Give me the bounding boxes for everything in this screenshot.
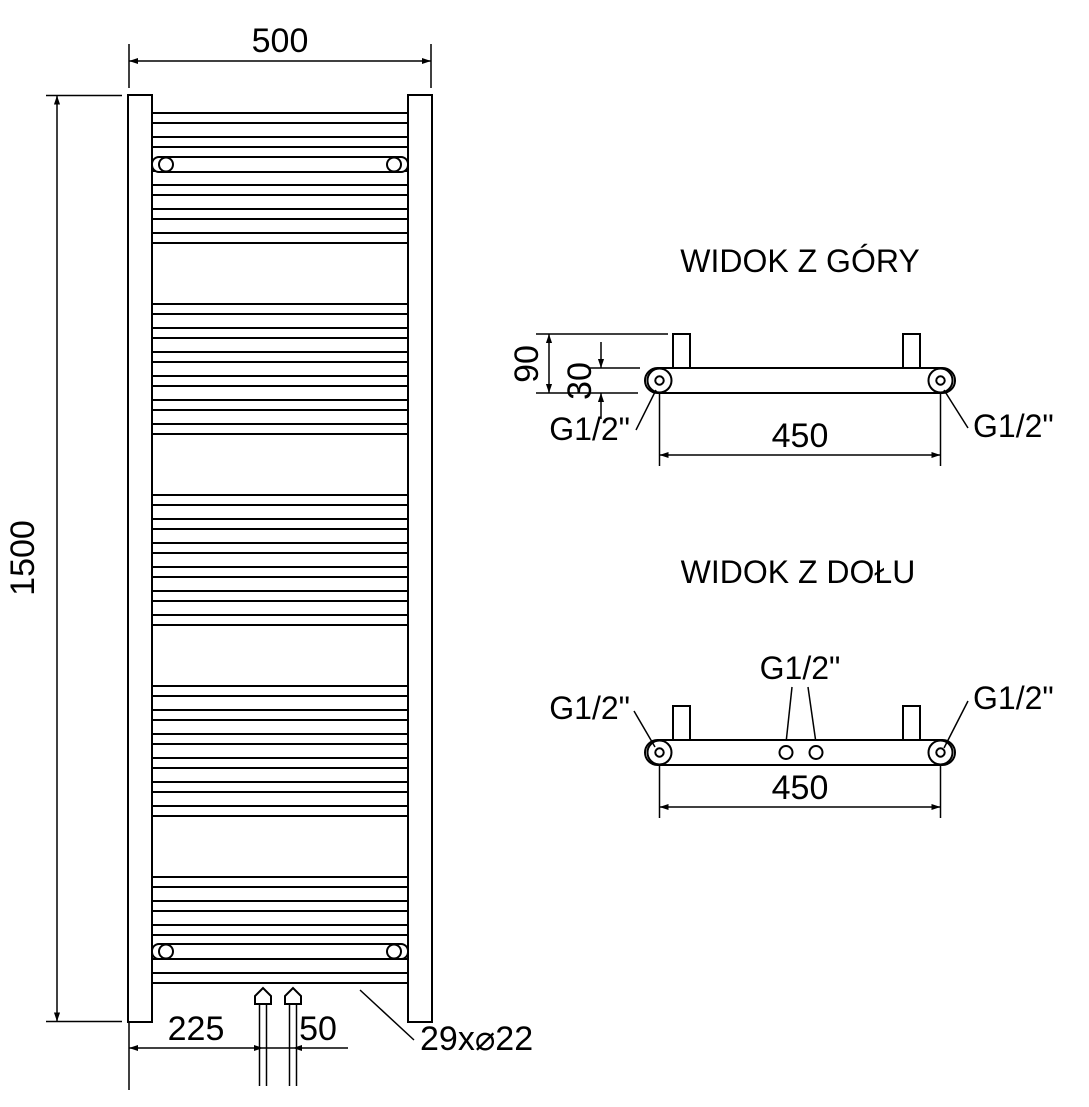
collector-right: [407, 94, 433, 1023]
conn-left-label: G1/2": [549, 411, 630, 447]
top-view: WIDOK Z GÓRY 90 30 450: [508, 243, 1054, 466]
tube: [151, 542, 409, 554]
bracket-bar: [151, 156, 409, 173]
tube: [151, 351, 409, 363]
bracket-screw-icon: [386, 943, 402, 960]
tube: [151, 566, 409, 578]
dimension-span-bottom: 450: [658, 766, 942, 818]
top-view-stub-right: [902, 333, 921, 369]
valve-cap-icon: [254, 986, 272, 1005]
leader-line: [943, 389, 969, 429]
tube: [151, 924, 409, 936]
tube: [151, 685, 409, 697]
tube: [151, 733, 409, 745]
dimension-bottom-connections: 225 50: [128, 1010, 348, 1090]
tube: [151, 900, 409, 912]
leader-line: [943, 700, 969, 749]
tube: [151, 709, 409, 721]
bottom-view: WIDOK Z DOŁU G1/2" G1/2" G1/2" 450: [549, 554, 1054, 818]
bottom-view-conn-hole-right: [935, 747, 946, 758]
tube: [151, 494, 409, 506]
tube: [151, 805, 409, 817]
top-view-title: WIDOK Z GÓRY: [680, 243, 919, 279]
tube: [151, 232, 409, 244]
bottom-view-title: WIDOK Z DOŁU: [681, 554, 916, 590]
center-conn-hole: [808, 745, 824, 760]
conn-left-label: G1/2": [549, 690, 630, 726]
dim-width-label: 500: [252, 22, 309, 60]
leader-line: [633, 710, 656, 748]
dim-50-label: 50: [299, 1010, 337, 1048]
leader-line: [359, 989, 415, 1041]
tube: [151, 614, 409, 626]
top-view-conn-hole-right: [935, 375, 946, 386]
collector-left: [127, 94, 153, 1023]
tube: [151, 136, 409, 148]
tube: [151, 590, 409, 602]
tube: [151, 518, 409, 530]
conn-center-label: G1/2": [760, 650, 841, 686]
dim-225-label: 225: [168, 1010, 225, 1048]
conn-right-label: G1/2": [973, 408, 1054, 444]
front-view: 500 1500 225 50 29x⌀22: [4, 22, 533, 1090]
dimension-height: 1500: [4, 94, 122, 1023]
bottom-view-stub-right: [902, 705, 921, 741]
dimension-depth-90: 90: [508, 333, 668, 394]
bottom-view-stub-left: [672, 705, 691, 741]
bottom-view-conn-hole-left: [654, 747, 665, 758]
tube: [151, 327, 409, 339]
conn-right-label: G1/2": [973, 680, 1054, 716]
bottom-view-body: [644, 739, 956, 766]
tube: [151, 423, 409, 435]
tube-group: [151, 112, 409, 984]
tube: [151, 303, 409, 315]
center-connection-callout: G1/2": [760, 650, 841, 744]
tube: [151, 112, 409, 124]
bracket-screw-icon: [386, 156, 402, 173]
dimension-span-top: 450: [658, 394, 942, 466]
tube: [151, 757, 409, 769]
tube: [151, 208, 409, 220]
center-conn-hole: [778, 745, 794, 760]
dimension-width: 500: [128, 22, 432, 88]
bracket-screw-icon: [158, 156, 174, 173]
dim-90-label: 90: [508, 345, 546, 383]
bracket-screw-icon: [158, 943, 174, 960]
valve-cap-icon: [284, 986, 302, 1005]
top-view-stub-left: [672, 333, 691, 369]
tube: [151, 375, 409, 387]
dim-30-label: 30: [561, 362, 599, 400]
dim-height-label: 1500: [4, 520, 42, 596]
dim-450-bottom-label: 450: [772, 769, 829, 807]
tube: [151, 781, 409, 793]
top-view-body: [644, 367, 956, 394]
wall-bracket-top: [151, 156, 409, 173]
leader-line: [635, 389, 657, 431]
top-view-conn-hole-left: [654, 375, 665, 386]
leader-line: [785, 686, 793, 744]
tube: [151, 399, 409, 411]
tube: [151, 876, 409, 888]
leader-line: [807, 686, 817, 744]
dimension-offset-30: 30: [561, 342, 640, 419]
wall-bracket-bottom: [151, 943, 409, 960]
top-view-connections: G1/2" G1/2": [549, 389, 1054, 447]
valve-right: [284, 986, 302, 1086]
bottom-view-connections: G1/2" G1/2": [549, 680, 1054, 749]
bracket-bar: [151, 943, 409, 960]
dim-450-top-label: 450: [772, 417, 829, 455]
tube-spec-callout: 29x⌀22: [359, 989, 533, 1058]
tube: [151, 972, 409, 984]
tube: [151, 184, 409, 196]
tube-spec-label: 29x⌀22: [420, 1020, 533, 1058]
valve-left: [254, 986, 272, 1086]
